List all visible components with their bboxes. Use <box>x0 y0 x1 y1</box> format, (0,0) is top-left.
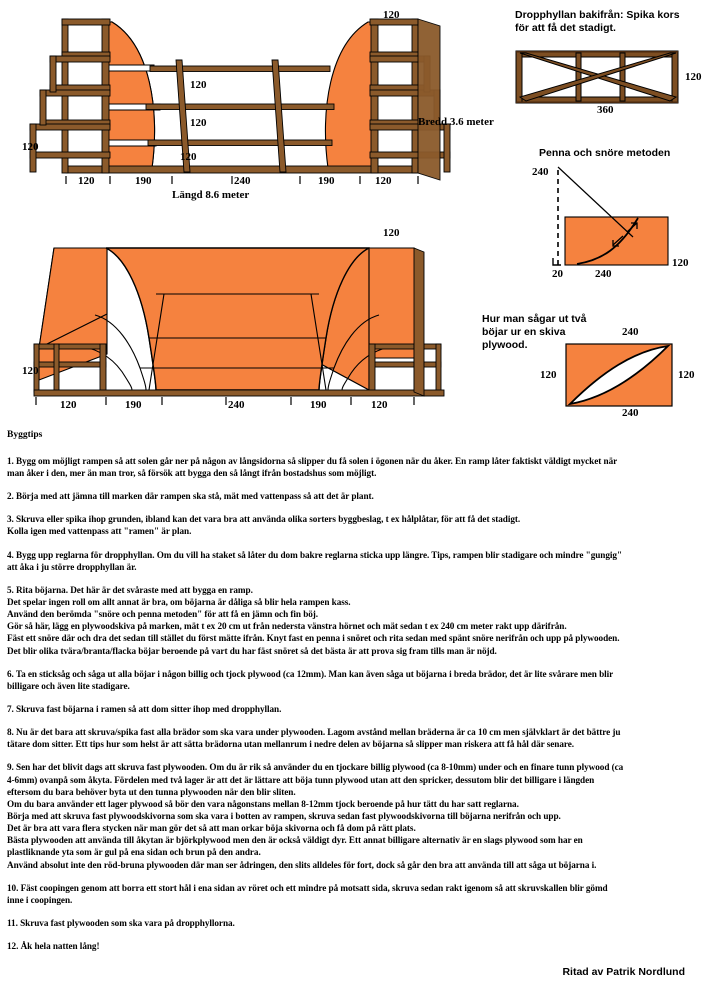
drop-shelf-height-label: 120 <box>685 71 702 83</box>
top-diagram-dim-0: 120 <box>78 175 95 187</box>
bottom-diagram-dim-3: 190 <box>310 399 327 411</box>
drop-shelf-caption-line2: för att få det stadigt. <box>515 22 616 35</box>
string-method-bottom-left-label: 20 <box>552 268 563 280</box>
tip-9-line: 9. Sen har det blivit dags att skruva fa… <box>7 762 624 773</box>
tip-6-line: billigare och även lite stadigare. <box>7 680 130 691</box>
tip-2: 2. Börja med att jämna till marken där r… <box>7 490 723 502</box>
drop-shelf-width-label: 360 <box>597 104 614 116</box>
tip-11: 11. Skruva fast plywooden som ska vara p… <box>7 917 723 929</box>
tip-4-line: att åka i ju större dropphyllan är. <box>7 561 137 572</box>
top-diagram-label-width: Bredd 3.6 meter <box>418 116 494 128</box>
tip-3-line: 3. Skruva eller spika ihop grunden, ibla… <box>7 514 521 525</box>
tip-11-line: 11. Skruva fast plywooden som ska vara p… <box>7 917 235 928</box>
drop-shelf-caption: Dropphyllan bakifrån: Spika kors för att… <box>515 9 720 35</box>
tip-5-line: Det spelar ingen roll om allt annat är b… <box>7 597 351 607</box>
tip-9-line: eftersom du bara behöver byta ut den tun… <box>7 786 296 797</box>
top-diagram-dim-3: 190 <box>318 175 335 187</box>
tip-4: 4. Bygg upp reglarna för dropphyllan. Om… <box>7 549 723 573</box>
build-tips-list: 1. Bygg om möjligt rampen så att solen g… <box>7 455 723 952</box>
plywood-right-label: 120 <box>678 369 695 381</box>
tip-8-line: 8. Nu är det bara att skruva/spika fast … <box>7 727 621 738</box>
tip-5: 5. Rita böjarna. Det här är det svåraste… <box>7 584 723 657</box>
string-method-right-label: 120 <box>672 257 689 269</box>
string-method-vertical-label: 240 <box>532 166 549 178</box>
tip-5-line: Använd den berömda "snöre och penna meto… <box>7 609 319 620</box>
bottom-diagram-dim-2: 240 <box>228 399 245 411</box>
tip-8: 8. Nu är det bara att skruva/spika fast … <box>7 726 723 750</box>
string-method-bottom-label: 240 <box>595 268 612 280</box>
string-method-title: Penna och snöre metoden <box>539 147 671 159</box>
plywood-top-label: 240 <box>622 326 639 338</box>
tip-9-line: Bästa plywooden att använda till åkytan … <box>7 835 583 846</box>
tip-9-line: Börja med att skruva fast plywoodskivorn… <box>7 810 561 821</box>
top-diagram-dim-1: 190 <box>135 175 152 187</box>
tip-9-line: 4-6mm) ovanpå som åkyta. Fördelen med tv… <box>7 774 595 785</box>
bottom-diagram-dim-1: 190 <box>125 399 142 411</box>
bottom-diagram-dim-0: 120 <box>60 399 77 411</box>
tip-9-line: Det är bra att vara flera stycken när ma… <box>7 823 416 834</box>
drop-shelf-rear-drawing <box>515 50 679 104</box>
tip-10: 10. Fäst coopingen genom att borra ett s… <box>7 882 723 906</box>
build-tips-heading: Byggtips <box>7 430 43 440</box>
tip-5-line: Fäst ett snöre där och dra det sedan til… <box>7 633 620 644</box>
ramp-frame-cutaway-drawing <box>29 18 451 184</box>
top-diagram-label-inner-120-b: 120 <box>190 117 207 129</box>
tip-10-line: inne i coopingen. <box>7 894 73 905</box>
tip-9-line: plastliknande yta som är gul på ena sida… <box>7 847 261 858</box>
plywood-left-label: 120 <box>540 369 557 381</box>
bottom-diagram-dim-4: 120 <box>371 399 388 411</box>
tip-4-line: 4. Bygg upp reglarna för dropphyllan. Om… <box>7 549 623 560</box>
tip-5-line: Gör så här, lägg en plywoodskiva på mark… <box>7 621 567 632</box>
tip-5-line: 5. Rita böjarna. Det här är det svåraste… <box>7 584 253 595</box>
tip-6: 6. Ta en sticksåg och såga ut alla böjar… <box>7 668 723 692</box>
tip-10-line: 10. Fäst coopingen genom att borra ett s… <box>7 882 608 893</box>
diagram-area: 120 120 120 120 120 Bredd 3.6 meter Läng… <box>0 0 728 428</box>
plywood-caption-line1: Hur man sågar ut två <box>482 313 587 325</box>
tip-6-line: 6. Ta en sticksåg och såga ut alla böjar… <box>7 668 614 679</box>
plywood-bottom-label: 240 <box>622 407 639 419</box>
ramp-finished-drawing <box>33 247 445 405</box>
plywood-caption-line3: plywood. <box>482 339 528 352</box>
bottom-diagram-label-left-120: 120 <box>22 365 39 377</box>
tip-7-line: 7. Skruva fast böjarna i ramen så att do… <box>7 703 282 714</box>
tip-7: 7. Skruva fast böjarna i ramen så att do… <box>7 703 723 715</box>
build-tips-section: Byggtips 1. Bygg om möjligt rampen så at… <box>7 430 723 978</box>
top-diagram-dim-4: 120 <box>375 175 392 187</box>
tip-9: 9. Sen har det blivit dags att skruva fa… <box>7 761 723 870</box>
tip-12: 12. Åk hela natten lång! <box>7 940 723 952</box>
tip-9-line: Använd absolut inte den röd-bruna plywoo… <box>7 859 597 870</box>
tip-9-line: Om du bara använder ett lager plywood så… <box>7 798 519 809</box>
top-diagram-label-length: Längd 8.6 meter <box>172 189 250 201</box>
top-diagram-dim-2: 240 <box>234 175 251 187</box>
tip-12-line: 12. Åk hela natten lång! <box>7 941 100 952</box>
plywood-caption-line2: böjar ur en skiva <box>482 326 566 339</box>
tip-1-line: 1. Bygg om möjligt rampen så att solen g… <box>7 455 618 466</box>
drop-shelf-caption-line1: Dropphyllan bakifrån: Spika kors <box>515 9 680 21</box>
top-diagram-label-left-120: 120 <box>22 141 39 153</box>
plywood-sheet-drawing <box>565 343 673 407</box>
plywood-caption: Hur man sågar ut två böjar ur en skiva p… <box>482 313 602 352</box>
top-diagram-label-inner-120-a: 120 <box>190 79 207 91</box>
top-diagram-label-top-right-120: 120 <box>383 9 400 21</box>
signature: Ritad av Patrik Nordlund <box>562 966 685 979</box>
tip-1: 1. Bygg om möjligt rampen så att solen g… <box>7 455 723 479</box>
tip-1-line: man åker i den, mer än man tror, så förs… <box>7 468 377 479</box>
bottom-diagram-label-top-right-120: 120 <box>383 227 400 239</box>
tip-3: 3. Skruva eller spika ihop grunden, ibla… <box>7 513 723 537</box>
tip-5-line: Det blir olika tvära/branta/flacka böjar… <box>7 645 497 656</box>
tip-3-line: Kolla igen med vattenpass att "ramen" är… <box>7 526 192 537</box>
string-method-drawing <box>552 166 669 266</box>
tip-2-line: 2. Börja med att jämna till marken där r… <box>7 491 374 502</box>
tip-8-line: tätare dom sitter. Ett tips hur som hels… <box>7 739 575 750</box>
top-diagram-label-inner-120-c: 120 <box>180 151 197 163</box>
